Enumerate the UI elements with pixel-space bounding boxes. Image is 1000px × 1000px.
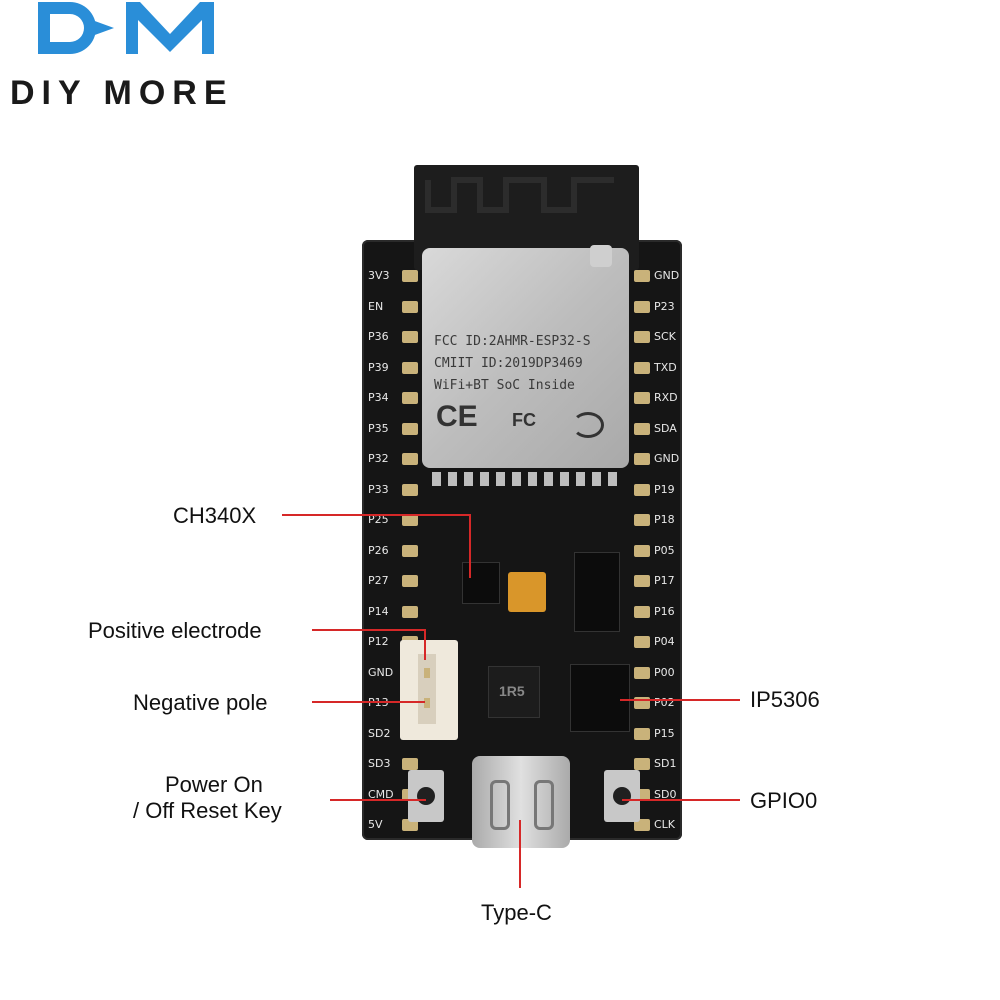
left-pin-label: P12: [368, 635, 389, 648]
fcc-id-text: FCC ID:2AHMR-ESP32-S: [434, 334, 591, 349]
right-pin-pad: [634, 270, 650, 282]
left-pin-label: P35: [368, 421, 389, 435]
left-pin-label: P27: [368, 574, 389, 587]
right-pin-label: P15: [654, 726, 675, 740]
left-pin-pad: [402, 453, 418, 465]
positive-pin: [424, 668, 430, 678]
module-pin-row: [428, 470, 628, 490]
left-pin-pad: [402, 575, 418, 587]
right-pin-pad: [634, 544, 650, 557]
left-pin-label: EN: [368, 299, 384, 313]
right-pin-pad: [634, 819, 650, 831]
gpio0-label: GPIO0: [750, 788, 818, 813]
left-pin-pad: [402, 331, 418, 343]
type-c-label: Type-C: [481, 900, 552, 925]
cmiit-id-text: CMIIT ID:2019DP3469: [434, 356, 583, 371]
left-pin-label: 5V: [368, 818, 383, 831]
inductor: 1R5: [488, 666, 540, 718]
right-pin-label: P00: [654, 665, 675, 679]
left-pin-pad: [402, 270, 418, 282]
right-pin-pad: [634, 605, 650, 618]
left-pin-pad: [402, 758, 418, 770]
right-pin-label: SD0: [654, 787, 677, 801]
left-pin-pad: [402, 392, 418, 404]
right-pin-pad: [634, 392, 650, 404]
left-pin-label: 3V3: [368, 269, 390, 282]
fc-mark: FC: [512, 410, 536, 430]
right-pin-pad: [634, 361, 650, 374]
right-pin-label: SCK: [654, 330, 676, 343]
right-pin-pad: [634, 666, 650, 679]
left-pin-label: P39: [368, 360, 389, 374]
right-pin-pad: [634, 422, 650, 435]
right-pin-pad: [634, 483, 650, 496]
left-pin-pad: [402, 361, 418, 374]
left-pin-label: P34: [368, 391, 389, 404]
right-pin-label: P17: [654, 574, 675, 587]
esp32-module-shield: FCC ID:2AHMR-ESP32-S CMIIT ID:2019DP3469…: [422, 248, 629, 468]
right-pin-label: CLK: [654, 818, 676, 831]
left-pin-label: GND: [368, 665, 394, 679]
ce-mark: CE: [436, 400, 478, 433]
left-pin-label: P33: [368, 482, 389, 496]
left-pin-label: SD3: [368, 757, 391, 770]
left-pin-pad: [402, 544, 418, 557]
right-pin-label: GND: [654, 269, 680, 282]
right-pin-label: SD1: [654, 757, 677, 770]
positive-electrode-label: Positive electrode: [88, 618, 262, 643]
left-pin-label: P36: [368, 330, 389, 343]
right-pin-pad: [634, 575, 650, 587]
power-key-label-line2: / Off Reset Key: [133, 798, 282, 823]
left-pin-label: CMD: [368, 787, 394, 801]
voltage-regulator: [574, 552, 620, 632]
left-pin-pad: [402, 514, 418, 526]
right-pin-label: TXD: [654, 360, 677, 374]
tantalum-capacitor: [508, 572, 546, 612]
right-pin-label: P05: [654, 543, 675, 557]
right-pin-pad: [634, 727, 650, 740]
right-pin-label: RXD: [654, 391, 678, 404]
wifi-certification-icon: [572, 412, 604, 438]
negative-pole-label: Negative pole: [133, 690, 268, 715]
negative-pin: [424, 698, 430, 708]
right-pin-label: P23: [654, 299, 675, 313]
left-pin-label: P26: [368, 543, 389, 557]
dm-mark-icon: [38, 2, 214, 54]
right-pin-pad: [634, 636, 650, 648]
power-key-label-line1: Power On: [165, 772, 263, 797]
brand-logo: [30, 0, 230, 62]
right-pin-pad: [634, 300, 650, 313]
left-pin-label: SD2: [368, 726, 391, 740]
right-pin-label: P04: [654, 635, 675, 648]
right-pin-label: P19: [654, 482, 675, 496]
ip5306-label: IP5306: [750, 687, 820, 712]
left-pin-pad: [402, 422, 418, 435]
ip5306-chip: [570, 664, 630, 732]
left-pin-pad: [402, 300, 418, 313]
right-pin-label: P16: [654, 604, 675, 618]
left-pin-pad: [402, 483, 418, 496]
left-pin-label: P14: [368, 604, 389, 618]
right-pin-pad: [634, 758, 650, 770]
left-pin-pad: [402, 819, 418, 831]
right-pin-pad: [634, 514, 650, 526]
battery-connector: [400, 640, 458, 740]
left-pin-label: P32: [368, 452, 389, 465]
ch340x-label: CH340X: [173, 503, 257, 528]
right-pin-pad: [634, 453, 650, 465]
right-pin-label: GND: [654, 452, 680, 465]
inductor-label: 1R5: [499, 683, 525, 699]
left-pin-label: P25: [368, 513, 389, 526]
right-pin-label: P18: [654, 513, 675, 526]
module-desc-text: WiFi+BT SoC Inside: [434, 378, 575, 393]
left-pin-pad: [402, 605, 418, 618]
brand-name: DIY MORE: [10, 74, 234, 112]
ch340x-chip: [462, 562, 500, 604]
ipex-connector: [590, 245, 612, 267]
right-pin-label: SDA: [654, 421, 677, 435]
right-pin-pad: [634, 331, 650, 343]
